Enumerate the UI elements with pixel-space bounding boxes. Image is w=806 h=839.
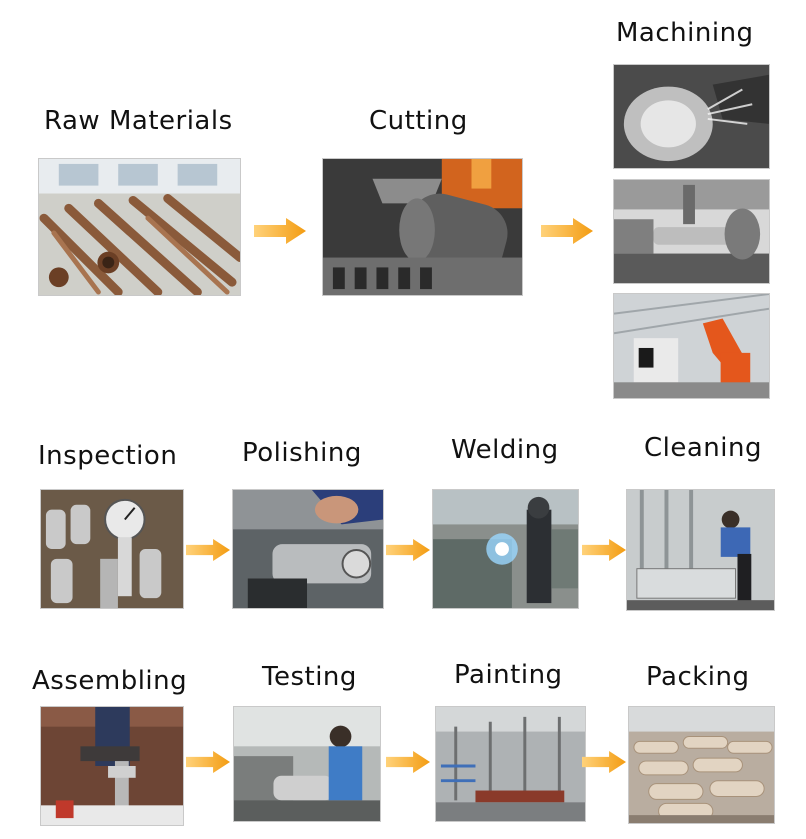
painting-photo — [435, 706, 586, 822]
polishing-photo — [232, 489, 384, 609]
label-welding: Welding — [451, 435, 559, 465]
assembling-photo — [40, 706, 184, 826]
arrow-painting-to-packing — [582, 750, 626, 774]
inspection-photo — [40, 489, 184, 609]
cleaning-photo — [626, 489, 775, 611]
label-raw-materials: Raw Materials — [44, 106, 233, 136]
arrow-assembling-to-testing — [186, 750, 230, 774]
label-cutting: Cutting — [369, 106, 468, 136]
label-testing: Testing — [262, 662, 357, 692]
arrow-testing-to-painting — [386, 750, 430, 774]
arrow-welding-to-cleaning — [582, 538, 626, 562]
welding-photo — [432, 489, 579, 609]
raw-materials-photo — [38, 158, 241, 296]
arrow-inspection-to-polishing — [186, 538, 230, 562]
label-polishing: Polishing — [242, 438, 362, 468]
label-packing: Packing — [646, 662, 750, 692]
machining-photo-1 — [613, 64, 770, 169]
cutting-photo — [322, 158, 523, 296]
packing-photo — [628, 706, 775, 824]
machining-photo-2 — [613, 179, 770, 284]
label-painting: Painting — [454, 660, 563, 690]
label-cleaning: Cleaning — [644, 433, 762, 463]
label-machining: Machining — [616, 18, 754, 48]
testing-photo — [233, 706, 381, 822]
arrow-raw-to-cutting — [254, 218, 306, 244]
arrow-polishing-to-welding — [386, 538, 430, 562]
label-inspection: Inspection — [38, 441, 178, 471]
label-assembling: Assembling — [32, 666, 188, 696]
arrow-cutting-to-machining — [541, 218, 593, 244]
machining-photo-3 — [613, 293, 770, 399]
